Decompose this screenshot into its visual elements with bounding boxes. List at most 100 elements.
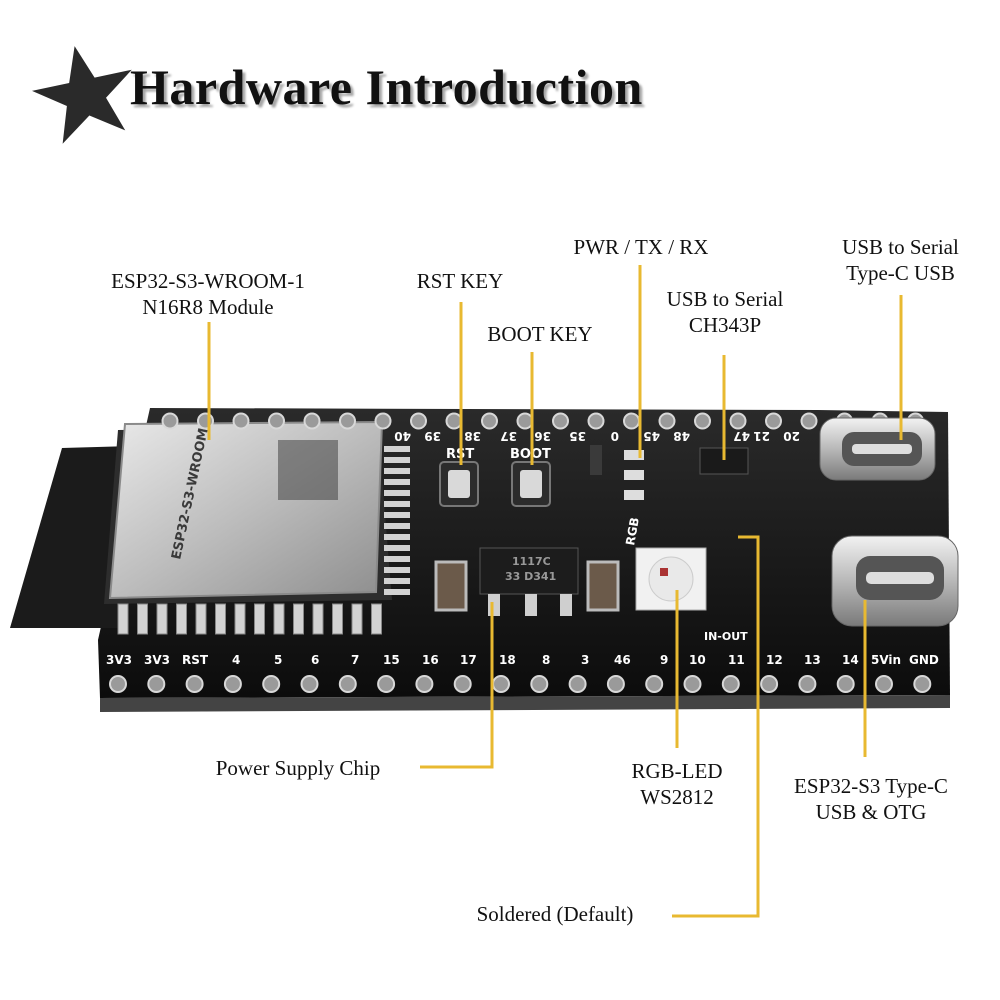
top-pin-label: 0: [611, 429, 619, 443]
header-hole: [374, 412, 392, 430]
header-hole: [492, 675, 510, 693]
module-pad: [384, 578, 410, 584]
inout-silk: IN-OUT: [704, 630, 748, 643]
module-pad: [273, 603, 285, 635]
header-hole: [729, 412, 747, 430]
label-usb-serial-typec-line2: Type-C USB: [846, 261, 955, 285]
boot-button: BOOT: [510, 447, 551, 507]
bottom-pin-label: 9: [660, 653, 668, 667]
label-ch343p-line1: USB to Serial: [666, 287, 784, 311]
header-hole: [516, 412, 534, 430]
module-pad: [137, 603, 148, 635]
capacitor: [434, 560, 468, 612]
star-icon: [31, 46, 132, 144]
bottom-header-holes: [109, 675, 932, 693]
module-pad: [384, 567, 410, 573]
header-hole: [623, 412, 640, 430]
module-pad: [195, 603, 207, 635]
header-hole: [147, 675, 166, 693]
top-pin-label: 37: [500, 429, 517, 443]
label-soldered: Soldered (Default): [476, 902, 634, 926]
bottom-pin-label: 15: [383, 653, 400, 667]
module-pad: [384, 512, 410, 518]
module-pad: [384, 490, 410, 496]
header-hole: [262, 675, 281, 693]
module-pad: [384, 534, 410, 540]
header-hole: [109, 675, 127, 693]
header-hole: [587, 412, 605, 430]
top-pin-label: 35: [569, 429, 586, 443]
header-hole: [481, 412, 498, 430]
bottom-pin-label: 16: [422, 653, 439, 667]
header-hole: [800, 412, 818, 430]
capacitor: [586, 560, 620, 612]
label-rgb-led-line2: WS2812: [640, 785, 714, 809]
module-pad: [384, 589, 410, 595]
header-hole: [836, 675, 855, 693]
label-module: ESP32-S3-WROOM-1 N16R8 Module: [88, 268, 328, 320]
bottom-pin-label: 4: [232, 653, 240, 667]
bottom-pin-label: 7: [351, 653, 359, 667]
header-hole: [223, 675, 242, 693]
header-hole: [913, 675, 932, 693]
label-module-line2: N16R8 Module: [142, 295, 274, 319]
bottom-pin-label: 11: [728, 653, 745, 667]
regulator-text-1: 1117C: [512, 555, 551, 568]
header-hole: [300, 675, 319, 693]
header-hole: [568, 675, 587, 693]
esp32-module: ESP32-S3-WROOM-1: [104, 413, 392, 604]
header-hole: [645, 675, 664, 693]
label-boot-key: BOOT KEY: [487, 322, 593, 346]
header-hole: [161, 412, 179, 430]
header-hole: [197, 412, 214, 430]
bottom-pin-label: GND: [909, 653, 939, 667]
header-hole: [445, 412, 463, 430]
module-pad: [293, 603, 304, 635]
bottom-pin-label: 10: [689, 653, 706, 667]
header-hole: [232, 412, 250, 430]
bottom-pin-label: 17: [460, 653, 477, 667]
page-title: Hardware Introduction: [130, 59, 643, 115]
module-pad: [215, 603, 226, 635]
label-ch343p: USB to Serial CH343P: [645, 286, 805, 338]
bottom-pin-labels: 3V3 3V3 RST 4 5 6 7 15 16 17 18 8 3 46 9…: [106, 653, 939, 667]
label-esp32-typec-line2: USB & OTG: [815, 800, 927, 824]
module-pad: [384, 457, 410, 463]
status-leds: [590, 445, 644, 500]
bottom-pin-label: 5: [274, 653, 282, 667]
usb-c-otg-port: [831, 535, 959, 627]
module-pad: [371, 603, 382, 635]
top-pin-labels: 40 39 38 37 36 35 0 45 48 47 21 20: [394, 429, 800, 443]
module-pad: [384, 556, 410, 562]
label-rgb-led-line1: RGB-LED: [631, 759, 723, 783]
module-pad: [351, 603, 363, 635]
bottom-pin-label: 3: [581, 653, 589, 667]
module-pad: [384, 468, 410, 474]
bottom-pin-label: 13: [804, 653, 821, 667]
header-hole: [415, 675, 434, 693]
antenna-area: [10, 446, 132, 628]
module-pad: [384, 545, 410, 551]
rst-silk: RST: [446, 447, 474, 462]
module-pad: [384, 479, 410, 485]
header-hole: [339, 412, 356, 430]
top-pin-label: 40: [394, 429, 411, 443]
module-pad: [312, 603, 324, 635]
top-pin-label: 45: [643, 429, 660, 443]
bottom-pin-label: 3V3: [106, 653, 132, 667]
top-pin-label: 48: [673, 429, 690, 443]
usb-c-serial-port: [819, 417, 936, 481]
top-pin-label: 38: [464, 429, 481, 443]
header-hole: [694, 412, 711, 430]
module-pad: [254, 603, 265, 635]
module-pad: [156, 603, 168, 635]
module-pad: [384, 446, 410, 452]
header-hole: [760, 675, 779, 693]
bottom-pin-label: 12: [766, 653, 783, 667]
bottom-pin-label: 5Vin: [871, 653, 901, 667]
label-rgb-led: RGB-LED WS2812: [610, 758, 744, 810]
ch343p-chip: [699, 447, 749, 475]
rst-button: RST: [439, 447, 479, 507]
header-hole: [658, 412, 676, 430]
header-hole: [303, 412, 321, 430]
